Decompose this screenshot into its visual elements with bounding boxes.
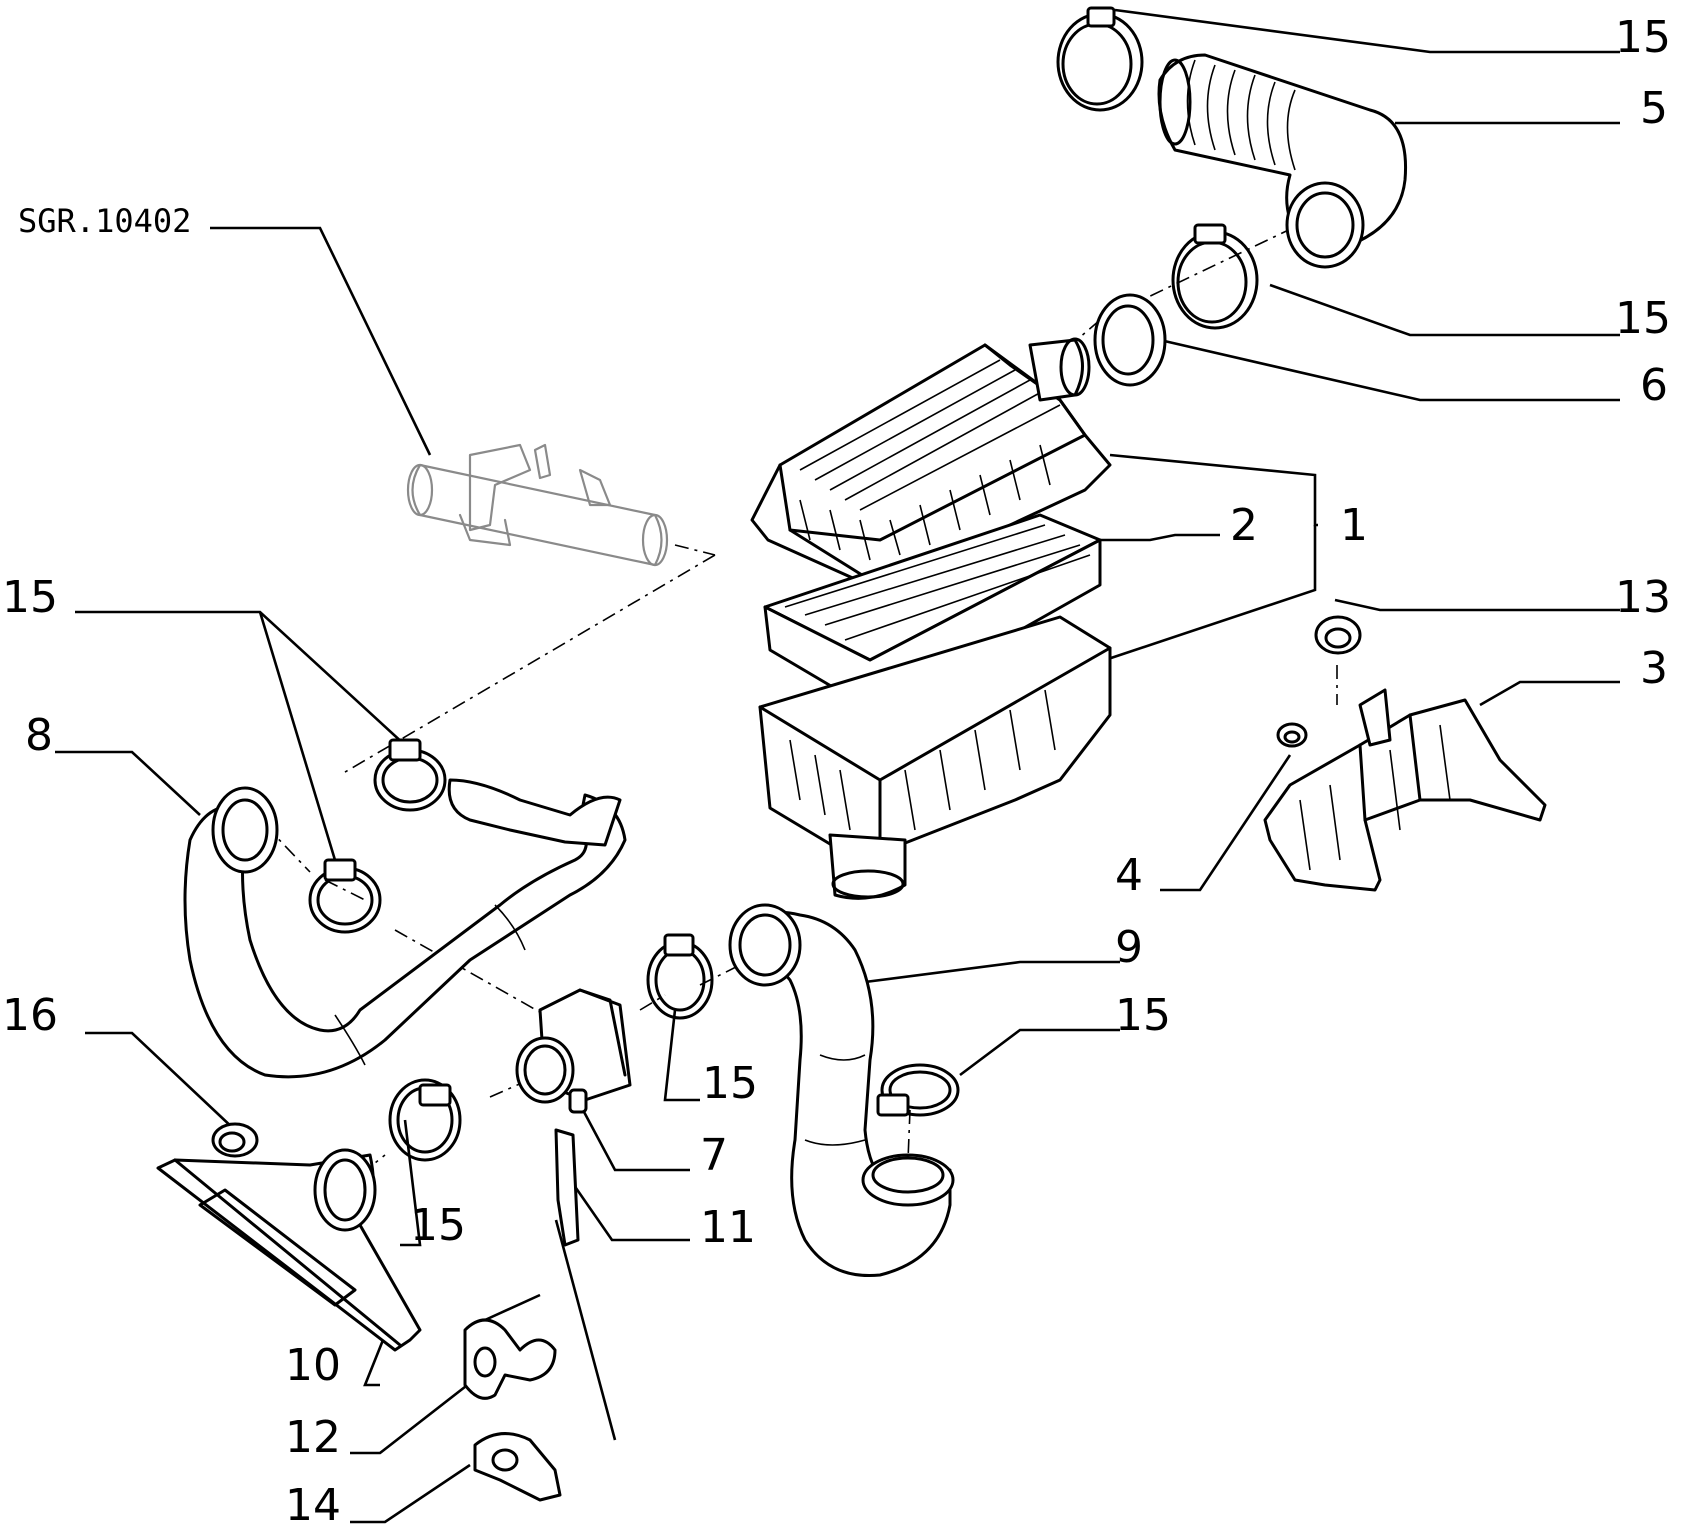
air-intake-scoop bbox=[156, 1148, 422, 1352]
callout-label: 10 bbox=[285, 1340, 341, 1391]
callout-label: 15 bbox=[1615, 12, 1671, 63]
air-filter-cover bbox=[750, 337, 1112, 590]
callout-label: 1 bbox=[1340, 500, 1368, 551]
intake-hose-left bbox=[183, 778, 627, 1079]
callout-label: 12 bbox=[285, 1412, 341, 1463]
clip-12 bbox=[463, 1318, 557, 1400]
seal-ring bbox=[1093, 293, 1167, 387]
leader-lines bbox=[55, 8, 1620, 1524]
mounting-bracket bbox=[1263, 688, 1547, 892]
hose-clamp-left-upper bbox=[373, 738, 447, 812]
hose-clamp-center bbox=[646, 933, 714, 1020]
callout-label: 7 bbox=[700, 1130, 728, 1181]
callout-label: 8 bbox=[25, 710, 53, 761]
callout-label: 15 bbox=[410, 1200, 466, 1251]
callout-label: 14 bbox=[285, 1480, 341, 1524]
callout-label: 15 bbox=[1615, 293, 1671, 344]
intake-hose-right bbox=[728, 903, 955, 1278]
callout-label: 3 bbox=[1640, 643, 1668, 694]
hose-clamp-top bbox=[1056, 6, 1144, 112]
hose-clamp-left-lower bbox=[308, 858, 382, 934]
hose-clamp-upper-right bbox=[1171, 223, 1259, 330]
breather-tube bbox=[554, 1128, 580, 1247]
air-flow-meter bbox=[515, 988, 632, 1114]
callout-label: 4 bbox=[1115, 850, 1143, 901]
callout-label: 11 bbox=[700, 1202, 756, 1253]
callout-label: 15 bbox=[2, 572, 58, 623]
bellows-hose bbox=[1157, 53, 1408, 269]
callout-label: 16 bbox=[2, 990, 58, 1041]
callout-label: 2 bbox=[1230, 500, 1258, 551]
alignment-lines bbox=[264, 214, 1338, 1176]
callout-label: 13 bbox=[1615, 572, 1671, 623]
callout-label: 6 bbox=[1640, 360, 1668, 411]
filter-element bbox=[763, 513, 1102, 714]
reference-code-label: SGR.10402 bbox=[18, 202, 191, 240]
grommet-16 bbox=[211, 1122, 259, 1158]
grommet-13 bbox=[1314, 615, 1362, 655]
grommet-4 bbox=[1276, 722, 1308, 748]
clip-14 bbox=[473, 1432, 562, 1502]
hose-clamp-lower-left bbox=[388, 1078, 462, 1162]
callout-label: 15 bbox=[702, 1058, 758, 1109]
callout-label: 5 bbox=[1640, 83, 1668, 134]
callout-labels: SGR.10402 15 5 15 6 2 1 13 3 4 15 8 9 15… bbox=[2, 12, 1671, 1524]
air-filter-housing bbox=[758, 615, 1112, 900]
throttle-body-reference-part bbox=[406, 443, 669, 567]
callout-label: 9 bbox=[1115, 922, 1143, 973]
hose-clamp-right bbox=[876, 1063, 960, 1117]
callout-label: 15 bbox=[1115, 990, 1171, 1041]
